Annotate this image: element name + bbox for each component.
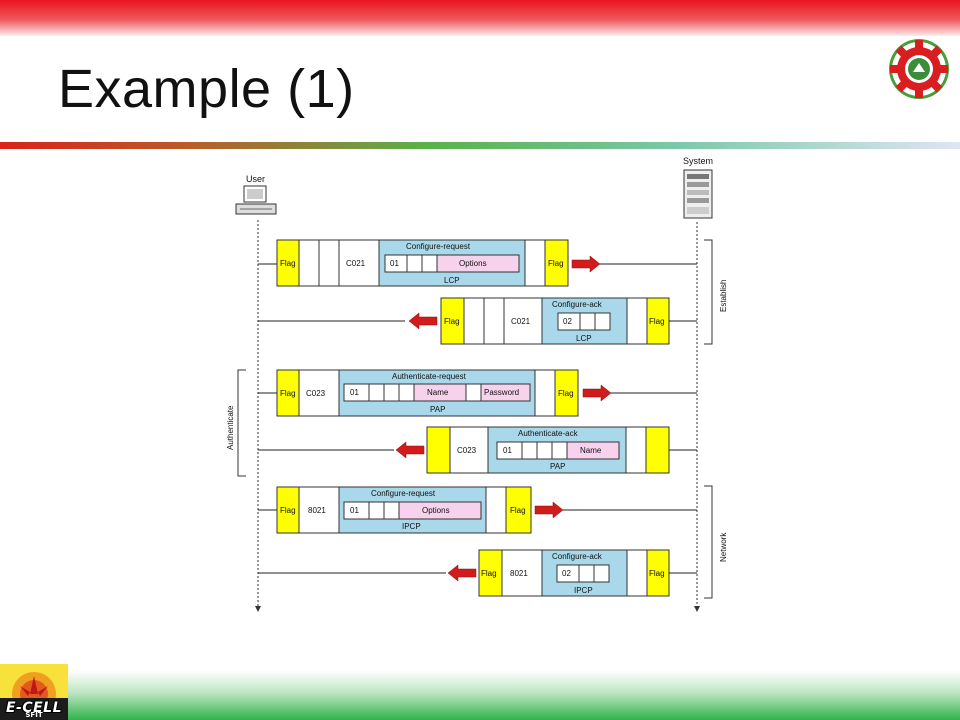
top-red-bar bbox=[0, 0, 960, 36]
svg-text:Flag: Flag bbox=[558, 389, 574, 398]
arrow-right-icon bbox=[582, 384, 612, 402]
frame-ipcp-configure-request: Flag 8021 Configure-request 01 Options I… bbox=[258, 486, 697, 534]
svg-text:Flag: Flag bbox=[548, 259, 564, 268]
authenticate-label: Authenticate bbox=[226, 405, 235, 450]
svg-text:C023: C023 bbox=[457, 446, 477, 455]
bottom-green-bar bbox=[0, 670, 960, 720]
svg-text:C021: C021 bbox=[346, 259, 366, 268]
svg-text:01: 01 bbox=[350, 388, 359, 397]
svg-text:Name: Name bbox=[580, 446, 602, 455]
svg-text:Flag: Flag bbox=[280, 259, 296, 268]
svg-text:C023: C023 bbox=[306, 389, 326, 398]
server-icon bbox=[683, 169, 713, 219]
svg-text:LCP: LCP bbox=[576, 334, 592, 343]
svg-text:LCP: LCP bbox=[444, 276, 460, 285]
svg-text:Options: Options bbox=[459, 259, 487, 268]
svg-text:8021: 8021 bbox=[308, 506, 326, 515]
frame-pap-authenticate-ack: C023 Authenticate-ack 01 Name PAP bbox=[258, 426, 697, 474]
frame-lcp-configure-ack: Flag C021 Configure-ack 02 LCP Flag bbox=[258, 297, 697, 345]
svg-text:Configure-request: Configure-request bbox=[371, 489, 436, 498]
svg-text:01: 01 bbox=[503, 446, 512, 455]
svg-text:Configure-request: Configure-request bbox=[406, 242, 471, 251]
svg-text:Flag: Flag bbox=[649, 569, 665, 578]
svg-text:Name: Name bbox=[427, 388, 449, 397]
arrow-right-icon bbox=[534, 501, 564, 519]
svg-text:C021: C021 bbox=[511, 317, 531, 326]
network-bracket bbox=[704, 485, 713, 599]
svg-text:Authenticate-ack: Authenticate-ack bbox=[518, 429, 579, 438]
slide-title: Example (1) bbox=[58, 59, 355, 119]
svg-text:Flag: Flag bbox=[280, 506, 296, 515]
svg-text:Flag: Flag bbox=[280, 389, 296, 398]
computer-icon bbox=[235, 185, 277, 215]
svg-text:Configure-ack: Configure-ack bbox=[552, 552, 603, 561]
svg-text:Configure-ack: Configure-ack bbox=[552, 300, 603, 309]
svg-text:Flag: Flag bbox=[510, 506, 526, 515]
svg-text:PAP: PAP bbox=[550, 462, 565, 471]
ecell-logo-icon bbox=[0, 664, 68, 720]
svg-text:Flag: Flag bbox=[481, 569, 497, 578]
network-label: Network bbox=[719, 532, 728, 562]
authenticate-bracket bbox=[237, 369, 246, 477]
svg-text:Authenticate-request: Authenticate-request bbox=[392, 372, 467, 381]
svg-text:01: 01 bbox=[390, 259, 399, 268]
arrow-right-icon bbox=[571, 255, 601, 273]
arrow-left-icon bbox=[395, 441, 425, 459]
system-label: System bbox=[683, 156, 713, 166]
title-divider bbox=[0, 142, 960, 149]
ecell-logo-text: E-CELL bbox=[5, 700, 63, 716]
ecell-logo-subtext: SFIT bbox=[25, 711, 43, 719]
establish-bracket bbox=[704, 239, 713, 345]
user-label: User bbox=[246, 174, 265, 184]
svg-text:8021: 8021 bbox=[510, 569, 528, 578]
gear-emblem-icon bbox=[889, 39, 949, 99]
svg-text:IPCP: IPCP bbox=[402, 522, 421, 531]
svg-text:02: 02 bbox=[562, 569, 571, 578]
arrow-left-icon bbox=[408, 312, 438, 330]
frame-pap-authenticate-request: Flag C023 Authenticate-request 01 Name P… bbox=[258, 369, 697, 417]
arrow-left-icon bbox=[447, 564, 477, 582]
svg-text:02: 02 bbox=[563, 317, 572, 326]
svg-text:01: 01 bbox=[350, 506, 359, 515]
svg-text:Flag: Flag bbox=[444, 317, 460, 326]
svg-text:IPCP: IPCP bbox=[574, 586, 593, 595]
svg-text:Flag: Flag bbox=[649, 317, 665, 326]
svg-text:Password: Password bbox=[484, 388, 519, 397]
svg-text:Options: Options bbox=[422, 506, 450, 515]
frame-ipcp-configure-ack: Flag 8021 Configure-ack 02 IPCP Flag bbox=[258, 549, 697, 597]
svg-text:PAP: PAP bbox=[430, 405, 445, 414]
frame-lcp-configure-request: Flag C021 Configure-request 01 Options L… bbox=[258, 239, 697, 287]
establish-label: Establish bbox=[719, 280, 728, 312]
